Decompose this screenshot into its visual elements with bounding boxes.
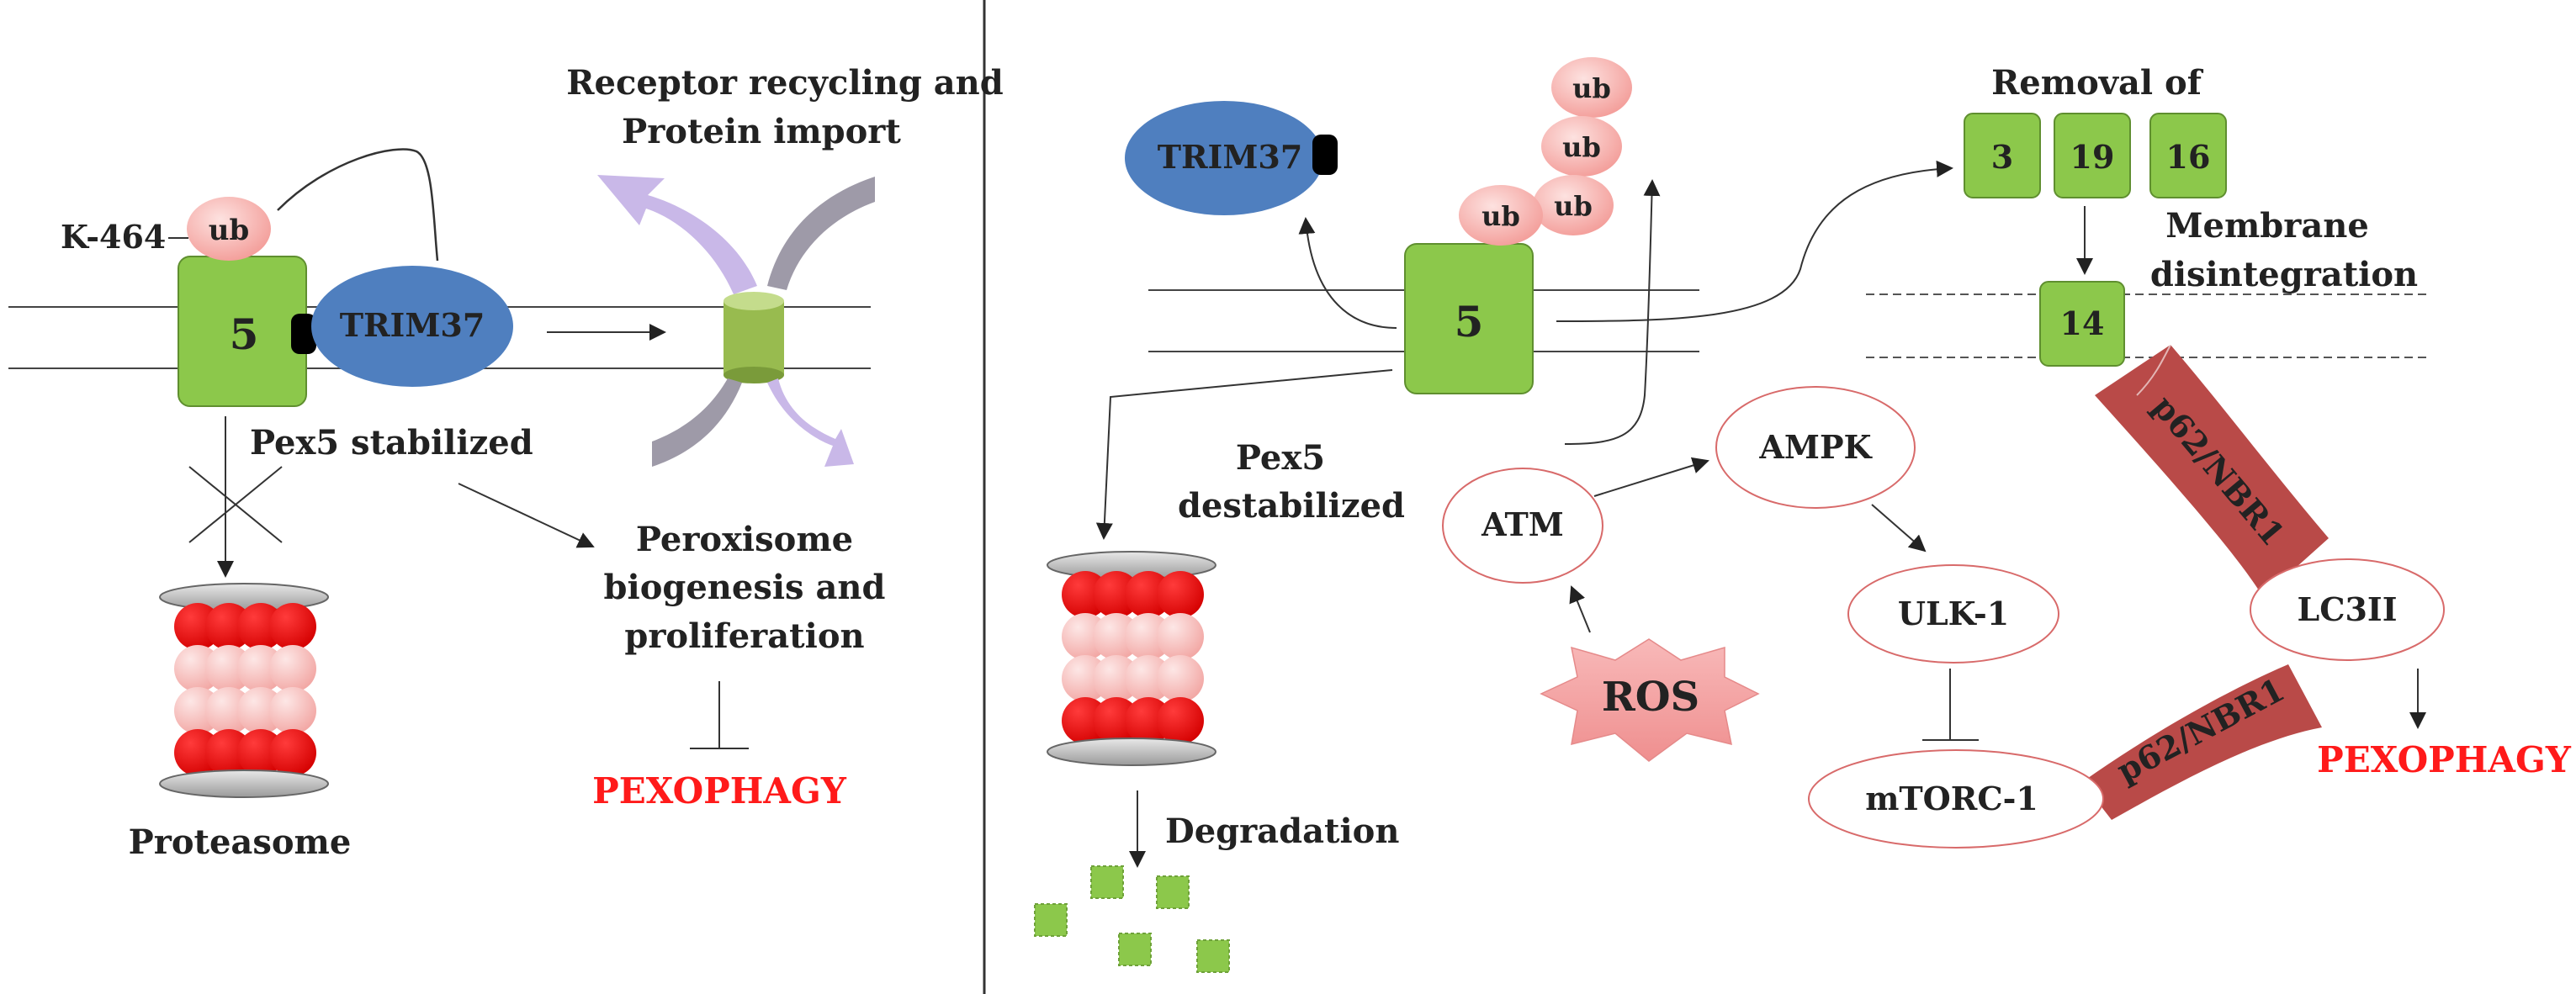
- pex19-box: [2054, 113, 2131, 198]
- recycling-title-line1: Receptor recycling and: [566, 63, 1003, 103]
- ub-label: ub: [1562, 131, 1601, 163]
- ubiquitin-icon: [1459, 185, 1543, 246]
- import-channel: [724, 292, 784, 383]
- proteasome-icon-right: [1047, 551, 1216, 766]
- pex5-destabilized-line2: destabilized: [1178, 486, 1405, 526]
- pex16-number: 16: [2166, 138, 2211, 176]
- pex16-box: [2149, 113, 2227, 198]
- removal-arrow: [1556, 160, 1953, 322]
- atm-ampk-arrow: [1593, 457, 1709, 497]
- atm-pex5-arrow: [1564, 179, 1661, 445]
- ubiquitin-icon: [1541, 116, 1622, 177]
- pex3-number: 3: [1991, 138, 2013, 176]
- trim37-label: TRIM37: [340, 306, 485, 344]
- block-cross-line: [188, 466, 283, 543]
- proteasome-label: Proteasome: [129, 822, 352, 862]
- degradation-path-arrow: [1095, 369, 1393, 540]
- trim37-ellipse: [311, 266, 513, 387]
- degradation-label: Degradation: [1165, 812, 1399, 851]
- recycling-arrows: [597, 175, 875, 467]
- lc3ii-label: LC3II: [2298, 590, 2398, 628]
- ros-star-icon: [1540, 638, 1760, 762]
- ampk-label: AMPK: [1758, 428, 1873, 466]
- peroxisome-line3: proliferation: [624, 616, 864, 656]
- lc3ii-node: [2250, 558, 2445, 661]
- mtorc1-node: [1808, 749, 2104, 849]
- trim37-ellipse-detached: [1125, 101, 1323, 215]
- pexophagy-label-left: PEXOPHAGY: [592, 770, 847, 812]
- k464-label: K-464: [61, 218, 166, 256]
- right-panel: TRIM37 5 ub ub ub ub Removal of 3 19 16 …: [1034, 57, 2572, 973]
- membrane-label-line1: Membrane: [2165, 206, 2369, 246]
- pex5-number: 5: [230, 309, 259, 359]
- left-panel: 5 ub K-464 TRIM37 Receptor recycling and…: [8, 63, 1004, 862]
- recycling-title-line2: Protein import: [622, 112, 901, 151]
- trim37-label-right: TRIM37: [1158, 138, 1303, 176]
- pex5-number-right: 5: [1455, 297, 1484, 346]
- pex14-box: [2039, 281, 2125, 367]
- ros-label: ROS: [1602, 674, 1699, 721]
- p62-nbr1-band-lower: [2082, 664, 2322, 820]
- pex19-number: 19: [2070, 138, 2115, 176]
- proteasome-icon: [159, 583, 329, 798]
- peroxisome-line1: Peroxisome: [636, 520, 853, 559]
- mtorc1-label: mTORC-1: [1865, 780, 2038, 817]
- atm-node: [1442, 468, 1603, 584]
- ubiquitin-icon: [187, 197, 271, 261]
- ampk-ulk1-arrow: [1871, 504, 1927, 553]
- ubiquitin-icon: [1533, 175, 1614, 235]
- ampk-node: [1715, 386, 1916, 509]
- trim37-anchor: [1312, 135, 1338, 175]
- ubiquitin-chain: [1459, 57, 1632, 246]
- peptide-fragments-icon: [1034, 865, 1230, 973]
- ub-label: ub: [1554, 190, 1593, 222]
- ub-label: ub: [209, 214, 250, 247]
- ub-label: ub: [1481, 200, 1520, 232]
- ulk1-label: ULK-1: [1898, 595, 2009, 632]
- atm-label: ATM: [1481, 505, 1564, 543]
- pex5-box-right: [1404, 243, 1534, 394]
- pex5-destabilized-line1: Pex5: [1236, 438, 1325, 478]
- ubiquitin-icon: [1551, 57, 1632, 118]
- ros-atm-arrow: [1569, 585, 1591, 633]
- membrane-label-line2: disintegration: [2150, 255, 2418, 294]
- biogenesis-arrow: [458, 483, 595, 548]
- pex5-stabilized-label: Pex5 stabilized: [250, 423, 533, 463]
- ulk1-node: [1847, 564, 2059, 664]
- removal-of-label: Removal of: [1991, 63, 2204, 103]
- ub-trim37-curve: [277, 148, 439, 262]
- ub-label: ub: [1572, 72, 1611, 104]
- p62-nbr1-band-upper: [2095, 344, 2329, 597]
- peroxisome-line2: biogenesis and: [604, 568, 886, 607]
- pex3-box: [1964, 113, 2041, 198]
- pexophagy-label-right: PEXOPHAGY: [2317, 739, 2572, 780]
- pex14-number: 14: [2060, 304, 2105, 342]
- trim37-release-arrow: [1298, 217, 1397, 329]
- trim37-anchor: [291, 314, 316, 354]
